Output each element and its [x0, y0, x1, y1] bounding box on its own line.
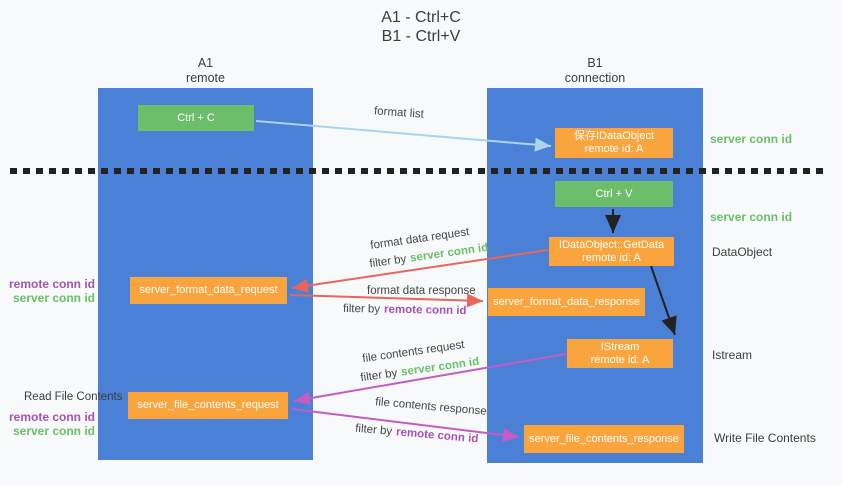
label-dataobject: DataObject	[712, 245, 773, 259]
filter-by-text: filter by	[368, 253, 408, 271]
node-server-format-data-request: server_format_data_request	[130, 277, 287, 304]
lane-a-name: A1	[197, 56, 214, 70]
node-istream-line2: remote id: A	[590, 353, 650, 366]
label-istream: Istream	[712, 348, 753, 362]
node-idataobject-getdata-line2: remote id: A	[582, 251, 641, 264]
node-ctrl-c: Ctrl + C	[138, 105, 254, 131]
label-remote-conn-id-left-format: remote conn id	[8, 277, 95, 291]
label-server-conn-id-top-right: server conn id	[710, 132, 793, 146]
lane-a-subtitle: remote	[186, 71, 225, 85]
diagram-title: A1 - Ctrl+C B1 - Ctrl+V	[0, 8, 842, 46]
label-server-conn-id-mid-right: server conn id	[710, 210, 793, 224]
node-ctrl-v: Ctrl + V	[555, 181, 673, 207]
node-server-format-data-response: server_format_data_response	[488, 288, 645, 316]
label-server-conn-id-left-format: server conn id	[12, 291, 95, 305]
node-ctrl-c-label: Ctrl + C	[177, 111, 215, 124]
filter-by-text: filter by	[354, 422, 393, 438]
label-server-conn-id-left-file: server conn id	[12, 424, 95, 438]
node-idataobject-getdata: IDataObject::GetData remote id: A	[549, 237, 674, 266]
title-line-1: A1 - Ctrl+C	[381, 9, 461, 26]
remote-conn-id-text: remote conn id	[395, 426, 479, 446]
node-istream-line1: IStream	[600, 340, 640, 353]
filter-by-text: filter by	[359, 367, 399, 385]
node-server-file-contents-response-label: server_file_contents_response	[529, 432, 679, 445]
label-format-data-response: format data response	[367, 285, 476, 297]
node-save-dataobject: 保存IDataObject remote id: A	[555, 128, 673, 158]
dotted-divider-line	[10, 168, 826, 174]
node-server-format-data-request-label: server_format_data_request	[139, 284, 278, 296]
lane-a-header: A1 remote	[98, 56, 313, 86]
node-save-dataobject-line2: remote id: A	[584, 143, 644, 155]
filter-by-text: filter by	[342, 302, 381, 316]
remote-conn-id-text: remote conn id	[383, 303, 467, 318]
node-server-format-data-response-label: server_format_data_response	[493, 295, 640, 308]
title-line-2: B1 - Ctrl+V	[381, 28, 461, 45]
node-server-file-contents-request-label: server_file_contents_request	[137, 399, 279, 411]
node-server-file-contents-response: server_file_contents_response	[524, 425, 684, 453]
label-write-file-contents: Write File Contents	[714, 431, 816, 445]
label-format-list: format list	[373, 105, 425, 121]
lane-b-header: B1 connection	[487, 56, 703, 86]
label-read-file-contents: Read File Contents	[24, 391, 123, 403]
left-conn-id-cluster-format: remote conn id server conn id	[0, 277, 95, 305]
lane-b-subtitle: connection	[564, 71, 626, 85]
server-conn-id-text: server conn id	[409, 241, 489, 265]
node-ctrl-v-label: Ctrl + V	[595, 187, 633, 200]
node-server-file-contents-request: server_file_contents_request	[128, 392, 288, 419]
node-istream: IStream remote id: A	[567, 339, 673, 368]
label-remote-conn-id-left-file: remote conn id	[8, 410, 95, 424]
left-conn-id-cluster-file: remote conn id server conn id	[0, 410, 95, 438]
server-conn-id-text: server conn id	[400, 355, 480, 379]
node-save-dataobject-line1: 保存IDataObject	[573, 130, 655, 142]
node-idataobject-getdata-line1: IDataObject::GetData	[558, 238, 665, 251]
lane-b-name: B1	[587, 56, 603, 70]
label-file-contents-response: file contents response	[374, 396, 488, 418]
